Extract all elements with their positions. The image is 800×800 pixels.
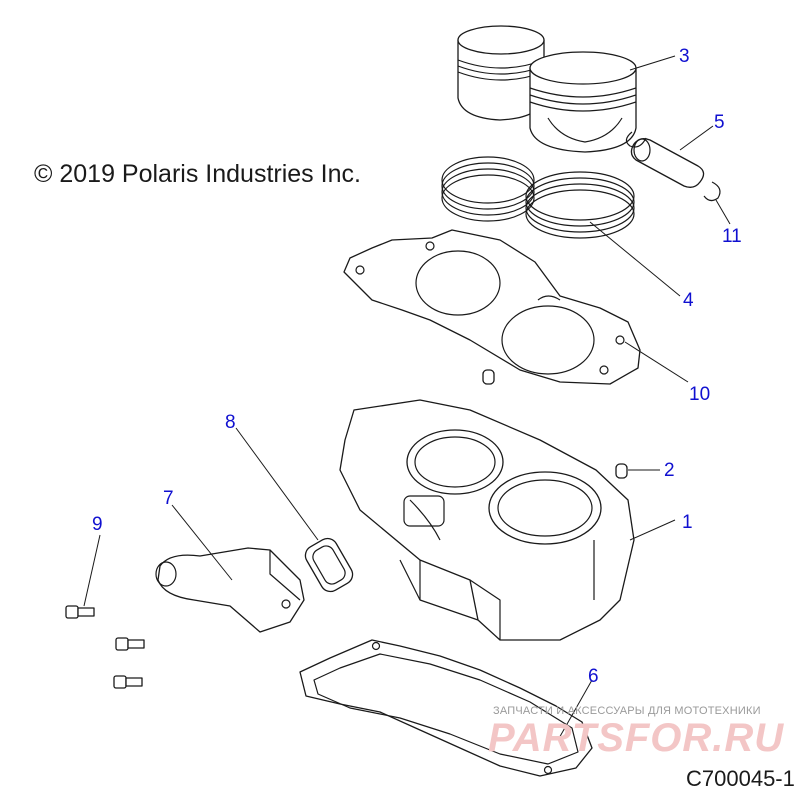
cylinder-block bbox=[339, 399, 635, 641]
leader-8 bbox=[235, 427, 319, 541]
coolant-outlet bbox=[155, 547, 305, 633]
leader-9 bbox=[83, 534, 101, 607]
callout-11: 11 bbox=[722, 226, 742, 247]
bolt-1 bbox=[65, 605, 95, 619]
callout-2: 2 bbox=[664, 460, 675, 481]
watermark-tagline: ЗАПЧАСТИ И АКСЕССУАРЫ ДЛЯ МОТОТЕХНИКИ bbox=[493, 705, 761, 717]
watermark-logo: PARTSFOR.RU bbox=[488, 716, 785, 760]
callout-6: 6 bbox=[588, 666, 599, 687]
dowel-pin-upper bbox=[482, 369, 495, 385]
callout-1: 1 bbox=[682, 512, 693, 533]
pin-clip-left bbox=[625, 131, 647, 148]
piston-ring-set-left bbox=[441, 156, 535, 222]
bolt-3 bbox=[113, 675, 143, 689]
callout-5: 5 bbox=[714, 112, 725, 133]
piston-left bbox=[457, 25, 545, 121]
callout-8: 8 bbox=[225, 412, 236, 433]
figure-id: C700045-1 bbox=[686, 766, 795, 791]
piston-right bbox=[529, 51, 637, 153]
leader-3 bbox=[629, 55, 676, 71]
callout-9: 9 bbox=[92, 514, 103, 535]
pin-clip-right bbox=[703, 181, 721, 202]
callout-7: 7 bbox=[163, 488, 174, 509]
callout-3: 3 bbox=[679, 46, 690, 67]
head-gasket bbox=[343, 229, 641, 385]
callout-4: 4 bbox=[683, 290, 694, 311]
piston-pin bbox=[630, 138, 705, 188]
base-gasket bbox=[299, 639, 593, 777]
callout-10: 10 bbox=[689, 384, 710, 405]
dowel-pin-right bbox=[615, 463, 628, 479]
leader-4 bbox=[589, 221, 681, 297]
copyright-notice: © 2019 Polaris Industries Inc. bbox=[34, 160, 361, 188]
outlet-gasket bbox=[304, 537, 354, 593]
leader-6 bbox=[557, 679, 593, 741]
bolt-2 bbox=[115, 637, 145, 651]
leader-1 bbox=[629, 519, 676, 541]
leader-7 bbox=[171, 504, 233, 581]
leader-10 bbox=[624, 341, 689, 383]
leader-11 bbox=[715, 199, 731, 225]
leader-5 bbox=[679, 125, 714, 151]
piston-ring-set-right bbox=[525, 171, 635, 239]
